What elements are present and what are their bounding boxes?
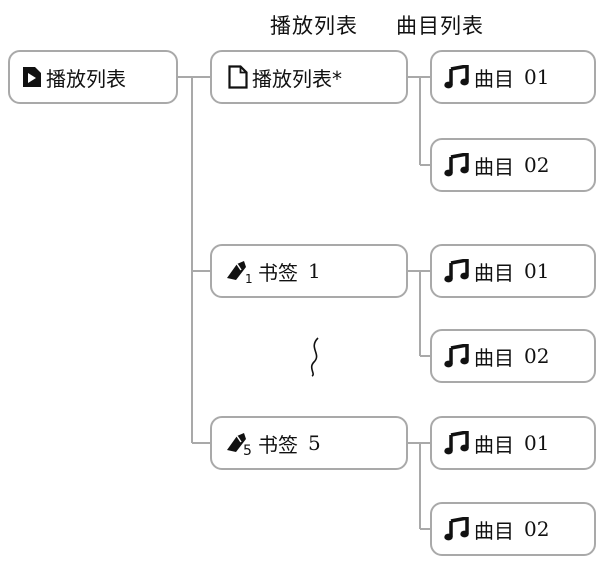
wavy-ellipsis-icon (310, 337, 319, 377)
bookmark-1-icon: 1 (224, 258, 254, 284)
track-node: 曲目 02 (430, 329, 596, 383)
track-number: 02 (524, 153, 550, 177)
track-number: 02 (524, 517, 550, 541)
playlist-node: 播放列表* (210, 50, 408, 104)
track-label: 曲目 (474, 518, 514, 543)
bookmark-1-label: 书签 (258, 260, 298, 285)
track-number: 01 (524, 259, 550, 283)
track-node: 曲目 01 (430, 244, 596, 298)
track-node: 曲目 02 (430, 502, 596, 556)
svg-text:5: 5 (243, 443, 252, 456)
track-label: 曲目 (474, 432, 514, 457)
track-label: 曲目 (474, 66, 514, 91)
music-note-icon (444, 153, 470, 177)
root-playlist-node: 播放列表 (8, 50, 178, 104)
track-number: 02 (524, 344, 550, 368)
music-note-icon (444, 517, 470, 541)
bookmark-5-number: 5 (308, 431, 321, 455)
music-note-icon (444, 431, 470, 455)
track-node: 曲目 01 (430, 50, 596, 104)
bookmark-5-node: 5 书签 5 (210, 416, 408, 470)
playlist-label: 播放列表* (252, 66, 342, 91)
playlists-column-header: 播放列表 (270, 14, 358, 38)
music-note-icon (444, 65, 470, 89)
bookmark-1-node: 1 书签 1 (210, 244, 408, 298)
track-node: 曲目 01 (430, 416, 596, 470)
tracks-column-header: 曲目列表 (396, 14, 484, 38)
bookmark-5-icon: 5 (224, 430, 254, 456)
file-icon (228, 65, 248, 89)
svg-text:1: 1 (245, 272, 253, 284)
root-label: 播放列表 (46, 66, 126, 91)
track-node: 曲目 02 (430, 138, 596, 192)
track-number: 01 (524, 431, 550, 455)
track-number: 01 (524, 65, 550, 89)
music-note-icon (444, 344, 470, 368)
track-label: 曲目 (474, 260, 514, 285)
track-label: 曲目 (474, 345, 514, 370)
bookmark-5-label: 书签 (258, 432, 298, 457)
music-note-icon (444, 259, 470, 283)
bookmark-1-number: 1 (308, 259, 321, 283)
play-file-icon (22, 66, 42, 88)
track-label: 曲目 (474, 154, 514, 179)
